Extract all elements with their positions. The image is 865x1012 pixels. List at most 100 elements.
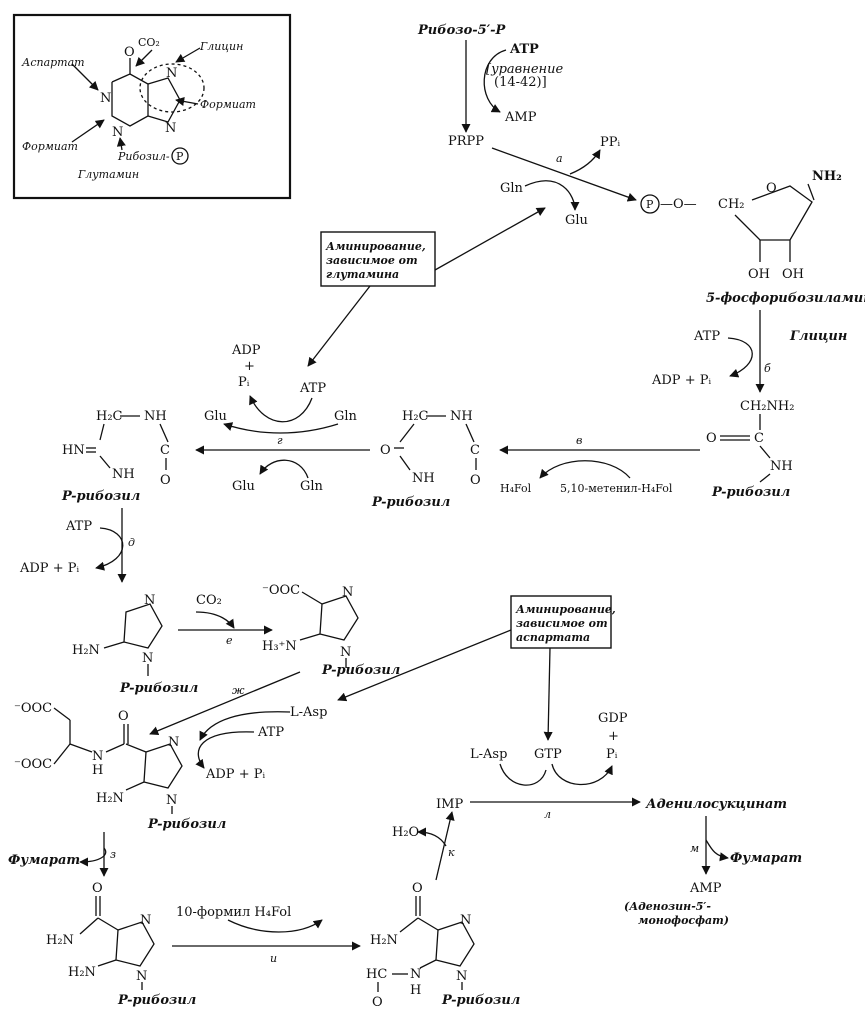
svg-text:OH: OH <box>782 267 804 282</box>
ribose-5p: Рибозо-5′-P <box>417 23 507 38</box>
svg-text:HN: HN <box>62 443 85 458</box>
atp-top: ATP <box>509 42 539 57</box>
svg-text:O: O <box>372 995 383 1010</box>
svg-text:ADP + Pᵢ: ADP + Pᵢ <box>19 561 79 576</box>
step-zh: ж L-Asp ATP ADP + Pᵢ <box>149 671 327 782</box>
svg-text:H₂C: H₂C <box>96 409 123 424</box>
svg-text:N: N <box>456 969 467 984</box>
aicar: O H₂N N N H₂N P-рибозил <box>46 881 196 1008</box>
svg-text:ATP: ATP <box>257 725 284 740</box>
svg-text:H₃⁺N: H₃⁺N <box>262 639 297 654</box>
svg-text:NH: NH <box>112 467 135 482</box>
svg-text:L-Asp: L-Asp <box>470 747 507 762</box>
svg-text:+: + <box>608 729 619 744</box>
step-v: в H₄Fol 5,10-метенил-H₄Fol <box>499 434 700 495</box>
svg-text:O: O <box>706 431 717 446</box>
inset-five-ring <box>147 77 181 123</box>
fgar: H₂C NH O NH C O P-рибозил <box>371 409 481 510</box>
svg-text:ATP: ATP <box>693 329 720 344</box>
svg-text:N: N <box>460 913 471 928</box>
step-k: H₂O к <box>392 811 455 881</box>
svg-text:O: O <box>412 881 423 896</box>
svg-text:Аминирование,: Аминирование, <box>325 240 426 253</box>
svg-text:N: N <box>136 969 147 984</box>
svg-text:—O—: —O— <box>660 197 697 212</box>
step-l: IMP л L-Asp GTP GDP + Pᵢ Аденилосукцинат <box>436 711 787 821</box>
air: N N H₂N P-рибозил <box>72 593 198 696</box>
step-e: CO₂ е <box>178 593 273 647</box>
step-i: 10-формил H₄Fol и <box>172 905 361 965</box>
svg-text:L-Asp: L-Asp <box>290 705 327 720</box>
inset-purine-origins: O N N N N CO₂ Аспартат Глицин Формиат Фо… <box>12 13 292 200</box>
svg-text:к: к <box>448 846 455 859</box>
svg-text:ж: ж <box>232 684 245 697</box>
inset-six-ring <box>111 73 149 127</box>
svg-text:H: H <box>410 983 421 998</box>
svg-text:NH₂: NH₂ <box>812 169 842 184</box>
svg-text:GTP: GTP <box>534 747 562 762</box>
svg-text:H: H <box>92 763 103 778</box>
phosphoribosylamine-name: 5-фосфорибозиламин <box>706 291 865 306</box>
svg-text:л: л <box>544 808 551 821</box>
inset-p-circle: P <box>176 150 184 163</box>
svg-text:O: O <box>92 881 103 896</box>
svg-text:O: O <box>380 443 391 458</box>
svg-text:зависимое от: зависимое от <box>516 617 608 630</box>
svg-text:N: N <box>168 735 179 750</box>
svg-text:NH: NH <box>770 459 793 474</box>
svg-text:N: N <box>342 585 353 600</box>
svg-text:NH: NH <box>144 409 167 424</box>
svg-text:P-рибозил: P-рибозил <box>147 817 226 832</box>
inset-atom-o: O <box>124 45 135 60</box>
glu-top: Glu <box>565 213 588 228</box>
svg-text:O: O <box>160 473 171 488</box>
box-asp-amination: Аминирование, зависимое от аспартата <box>337 595 616 741</box>
svg-text:N: N <box>340 645 351 660</box>
svg-text:H₂N: H₂N <box>68 965 96 980</box>
svg-text:H₂N: H₂N <box>72 643 100 658</box>
box-gln-amination: Аминирование, зависимое от глутамина <box>307 207 546 367</box>
ppi: PPᵢ <box>600 135 620 150</box>
svg-text:Glu: Glu <box>232 479 255 494</box>
svg-text:NH: NH <box>412 471 435 486</box>
svg-text:и: и <box>270 952 277 965</box>
svg-text:Pᵢ: Pᵢ <box>606 747 618 762</box>
svg-text:глутамина: глутамина <box>326 268 399 281</box>
svg-text:⁻OOC: ⁻OOC <box>14 701 52 716</box>
step-z: Фумарат з <box>8 832 116 877</box>
svg-text:P-рибозил: P-рибозил <box>117 993 196 1008</box>
prpp: PRPP <box>448 134 484 149</box>
svg-text:O: O <box>470 473 481 488</box>
inset-frame <box>12 13 292 200</box>
svg-text:C: C <box>470 443 480 458</box>
faicar: O H₂N N N N H HC O P-рибозил <box>366 881 520 1010</box>
step-g: г ADP + Pᵢ ATP Glu Gln Glu Gln <box>195 343 370 494</box>
svg-text:NH: NH <box>450 409 473 424</box>
svg-text:P-рибозил: P-рибозил <box>711 485 790 500</box>
svg-text:монофосфат): монофосфат) <box>638 914 729 927</box>
svg-text:зависимое от: зависимое от <box>326 254 418 267</box>
svg-text:Фумарат: Фумарат <box>730 851 802 866</box>
svg-text:ATP: ATP <box>299 381 326 396</box>
svg-text:в: в <box>576 434 582 447</box>
svg-text:ATP: ATP <box>65 519 92 534</box>
svg-text:H₂C: H₂C <box>402 409 429 424</box>
svg-text:Gln: Gln <box>334 409 358 424</box>
inset-glutamine: Глутамин <box>77 168 139 181</box>
svg-text:м: м <box>690 842 699 855</box>
step-m: м Фумарат AMP (Аденозин-5′- монофосфат) <box>624 816 802 927</box>
svg-text:Pᵢ: Pᵢ <box>238 375 250 390</box>
inset-atom-n1: N <box>100 91 111 106</box>
svg-text:P-рибозил: P-рибозил <box>119 681 198 696</box>
svg-text:Глицин: Глицин <box>789 329 847 344</box>
equation-ref-1: [уравнение <box>486 62 563 77</box>
inset-co2: CO₂ <box>138 36 160 49</box>
equation-ref-2: (14-42)] <box>494 75 547 90</box>
svg-text:Gln: Gln <box>300 479 324 494</box>
inset-atom-n9: N <box>165 121 176 136</box>
svg-text:ADP + Pᵢ: ADP + Pᵢ <box>651 373 711 388</box>
svg-text:е: е <box>226 634 233 647</box>
step-a-label: а <box>556 152 563 165</box>
imp: IMP <box>436 797 463 812</box>
step-b: ATP Глицин ADP + Pᵢ б <box>651 310 847 393</box>
